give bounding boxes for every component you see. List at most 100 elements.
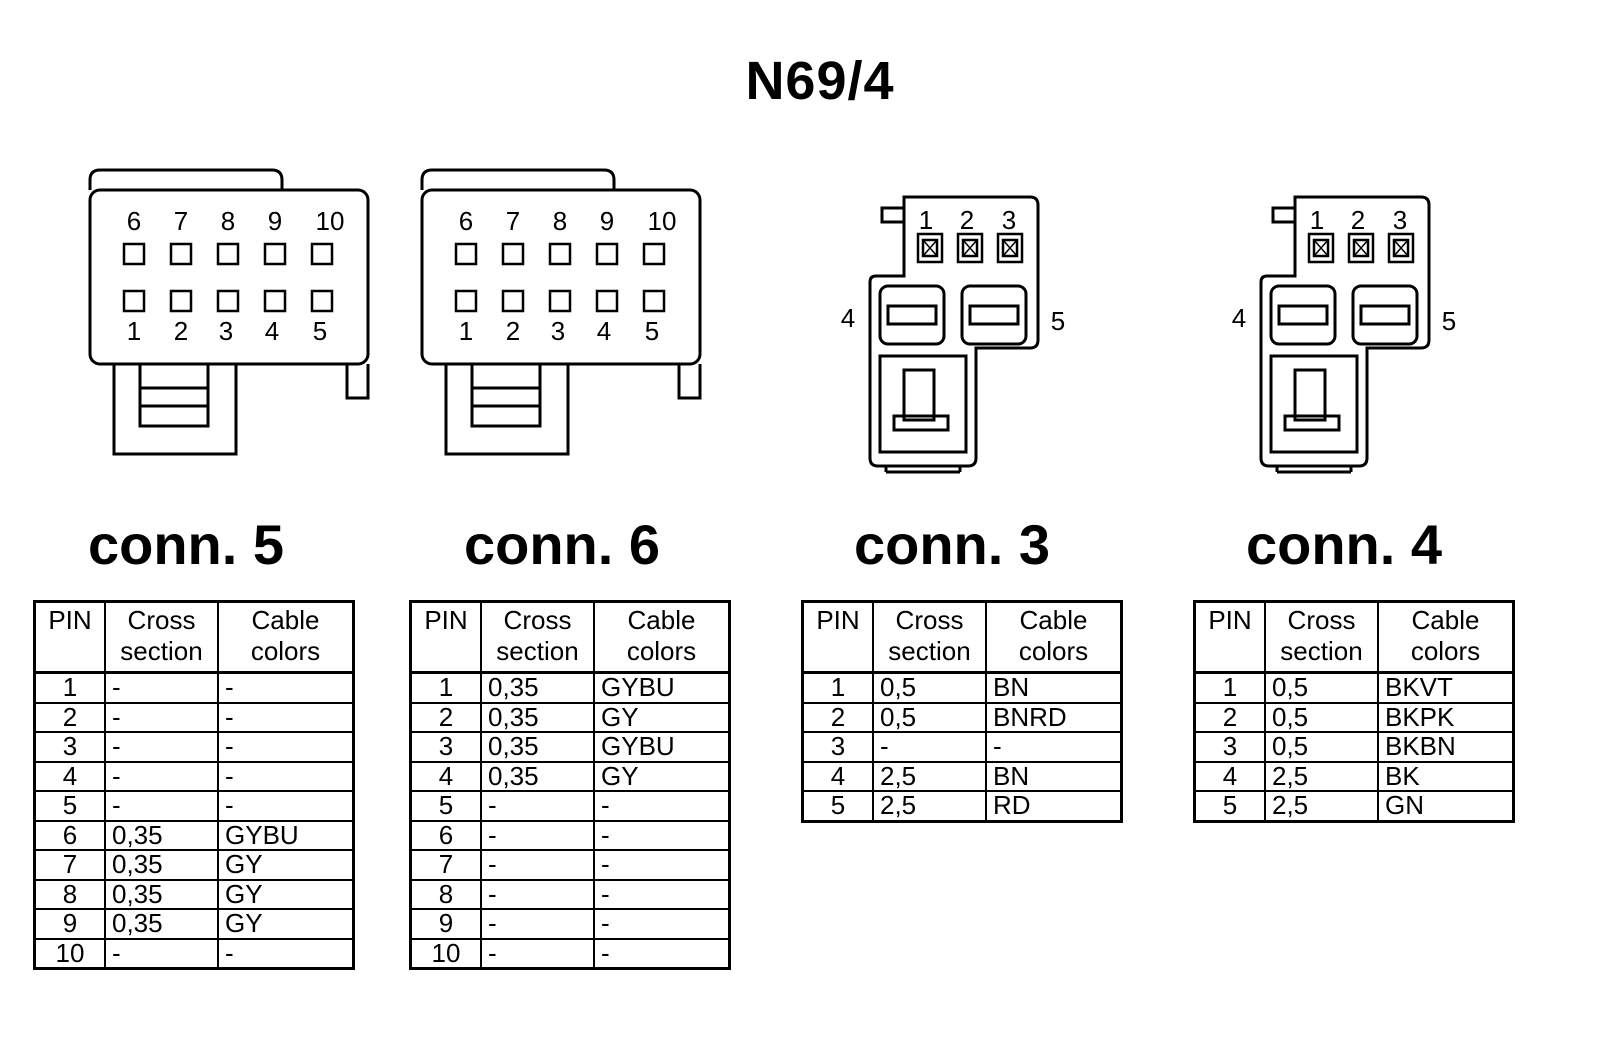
cross-section-cell: 2,5	[1264, 790, 1379, 822]
cable-color-cell: -	[593, 878, 731, 910]
cross-section-cell: -	[104, 671, 219, 704]
connector-drawings: 6 7 8 9 10 1 2 3 4 5 6 7	[88, 168, 1456, 474]
pin-number-cell: 5	[409, 790, 482, 822]
cross-section-cell: 0,35	[104, 819, 219, 851]
cable-color-cell: -	[593, 908, 731, 940]
table-row: 3--	[33, 731, 355, 763]
pin-label: 2	[506, 316, 520, 346]
pin-number-cell: 4	[33, 760, 106, 792]
cable-color-cell: RD	[985, 790, 1123, 822]
cross-section-cell: 0,5	[872, 701, 987, 733]
table-row: 10--	[409, 937, 731, 970]
pin-label: 9	[600, 206, 614, 236]
cross-section-cell: -	[872, 731, 987, 763]
cable-color-cell: BNRD	[985, 701, 1123, 733]
cable-color-cell: GY	[217, 908, 355, 940]
connector-title: conn. 4	[1245, 513, 1443, 576]
cross-section-cell: 0,35	[104, 878, 219, 910]
pin-label: 4	[597, 316, 611, 346]
cross-section-cell: 0,5	[872, 671, 987, 704]
pin-number-cell: 10	[409, 937, 482, 970]
cross-section-cell: -	[104, 731, 219, 763]
pin-label: 4	[841, 303, 855, 333]
pin-label: 3	[219, 316, 233, 346]
cross-section-cell: 0,35	[480, 731, 595, 763]
cross-section-cell: 0,5	[1264, 671, 1379, 704]
pin-number-cell: 10	[33, 937, 106, 970]
pin-label: 5	[1051, 306, 1065, 336]
cable-color-cell: -	[593, 937, 731, 970]
cross-section-cell: 0,35	[480, 671, 595, 704]
pin-label: 1	[127, 316, 141, 346]
pin-label: 4	[1232, 303, 1246, 333]
cable-color-cell: GYBU	[593, 731, 731, 763]
pin-number-cell: 1	[801, 671, 874, 704]
connector-5-drawing: 6 7 8 9 10 1 2 3 4 5	[88, 168, 370, 456]
pin-label: 5	[645, 316, 659, 346]
cross-section-cell: -	[104, 701, 219, 733]
cable-color-cell: GYBU	[593, 671, 731, 704]
pin-number-cell: 6	[409, 819, 482, 851]
column-header: PIN	[33, 600, 106, 674]
column-header: PIN	[409, 600, 482, 674]
cross-section-cell: 0,35	[480, 701, 595, 733]
table-row: 9--	[409, 908, 731, 940]
column-header: PIN	[1193, 600, 1266, 674]
pin-label: 8	[221, 206, 235, 236]
cable-color-cell: -	[217, 671, 355, 704]
connector-title: conn. 3	[853, 513, 1051, 576]
pin-number-cell: 2	[801, 701, 874, 733]
cable-color-cell: BN	[985, 760, 1123, 792]
diagram-title: N69/4	[745, 51, 895, 111]
cross-section-cell: 2,5	[872, 760, 987, 792]
table-row: 10--	[33, 937, 355, 970]
pin-number-cell: 3	[1193, 731, 1266, 763]
pin-number-cell: 3	[33, 731, 106, 763]
cross-section-cell: -	[480, 937, 595, 970]
pin-label: 4	[265, 316, 279, 346]
cross-section-cell: -	[104, 937, 219, 970]
pin-number-cell: 8	[33, 878, 106, 910]
pin-label: 3	[1002, 205, 1016, 235]
cross-section-cell: 2,5	[872, 790, 987, 822]
pin-label: 1	[919, 205, 933, 235]
pin-label: 10	[316, 206, 345, 236]
table-row: 7--	[409, 849, 731, 881]
table-row: 2--	[33, 701, 355, 733]
cable-color-cell: GY	[217, 849, 355, 881]
connector-6-drawing: 6 7 8 9 10 1 2 3 4 5	[420, 168, 702, 456]
pin-number-cell: 4	[1193, 760, 1266, 792]
cable-color-cell: -	[217, 790, 355, 822]
cross-section-cell: -	[480, 790, 595, 822]
cross-section-cell: -	[480, 819, 595, 851]
column-header: PIN	[801, 600, 874, 674]
pin-number-cell: 7	[33, 849, 106, 881]
connector-4-drawing: 1 2 3 4 5	[1232, 195, 1456, 474]
pin-number-cell: 4	[801, 760, 874, 792]
connector-title: conn. 5	[87, 513, 285, 576]
pin-label: 10	[648, 206, 677, 236]
pin-number-cell: 1	[409, 671, 482, 704]
pin-number-cell: 1	[33, 671, 106, 704]
